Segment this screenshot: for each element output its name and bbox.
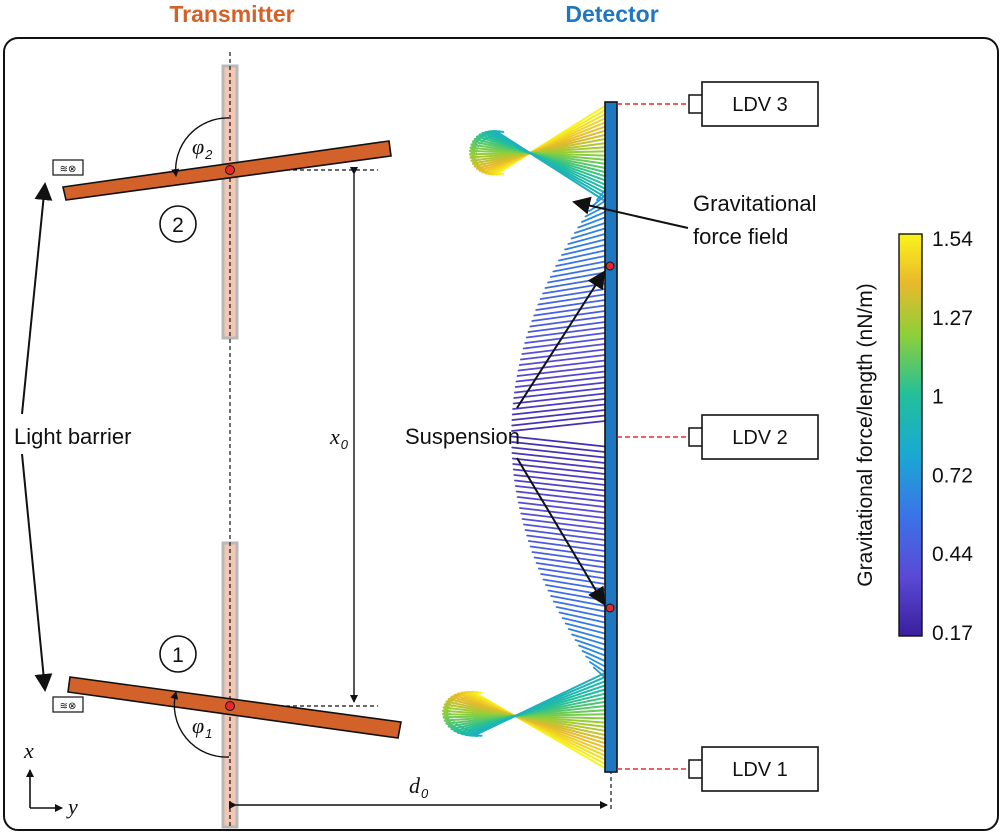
suspension-label: Suspension: [405, 424, 520, 449]
suspension-arrow-lower: [516, 457, 606, 606]
phi1-label: φ1: [192, 713, 212, 741]
colorbar-tick-label: 0.44: [932, 543, 973, 566]
ldv1-label: LDV 1: [732, 759, 788, 781]
ldv2-label: LDV 2: [732, 427, 788, 449]
axis-y-label: y: [66, 794, 78, 819]
colorbar: [898, 233, 923, 637]
d0-label: d0: [409, 773, 429, 801]
detector-bar: [604, 101, 618, 773]
ldv3-device: LDV 3: [688, 81, 819, 127]
suspension-point-lower: [605, 603, 615, 613]
grav-field-label-line2: force field: [693, 224, 788, 249]
angle-arc-phi1: [170, 691, 230, 758]
light-barrier-label: Light barrier: [14, 424, 131, 449]
colorbar-tick-label: 0.72: [932, 464, 973, 487]
detector-header: Detector: [565, 1, 658, 27]
light-barrier-arrow-lower: [21, 453, 53, 692]
light-barrier-sensor-icon: ≋⊗: [52, 159, 84, 176]
colorbar-tick-label: 1: [932, 386, 944, 409]
light-barrier-sensor-icon: ≋⊗: [52, 696, 84, 713]
svg-text:≋⊗: ≋⊗: [60, 164, 77, 175]
colorbar-tick-label: 1.27: [932, 307, 973, 330]
angle-arc-phi2: [171, 117, 230, 177]
force-field-upper: [469, 105, 606, 202]
suspension-arrow-upper: [516, 270, 606, 409]
colorbar-ticks: 1.54 1.27 1 0.72 0.44 0.17: [932, 228, 973, 645]
force-field-lower: [442, 672, 606, 769]
ldv2-device: LDV 2: [688, 414, 819, 460]
grav-field-arrow: [572, 196, 689, 229]
pivot-point-1: [225, 701, 235, 711]
axis-x-label: x: [23, 738, 34, 763]
x0-label: x0: [329, 424, 349, 452]
position-1-marker: [159, 635, 197, 673]
phi2-label: φ2: [192, 134, 213, 162]
colorbar-tick-label: 0.17: [932, 622, 973, 645]
colorbar-title: Gravitational force/length (nN/m): [854, 283, 877, 586]
svg-text:≋⊗: ≋⊗: [60, 701, 77, 712]
position-1-label: 1: [172, 644, 184, 667]
position-2-marker: [159, 205, 197, 243]
colorbar-tick-label: 1.54: [932, 228, 973, 251]
pivot-point-2: [225, 165, 235, 175]
force-field-hatch: [511, 189, 606, 679]
transmitter-header: Transmitter: [169, 1, 294, 27]
light-barrier-arrow-upper: [21, 182, 53, 415]
diagram-frame: [3, 37, 999, 831]
position-2-label: 2: [172, 214, 184, 237]
ldv3-label: LDV 3: [732, 94, 788, 116]
grav-field-label-line1: Gravitational: [693, 191, 817, 216]
suspension-point-upper: [605, 261, 615, 271]
ldv1-device: LDV 1: [688, 746, 819, 792]
coordinate-axes: x y: [23, 738, 78, 819]
